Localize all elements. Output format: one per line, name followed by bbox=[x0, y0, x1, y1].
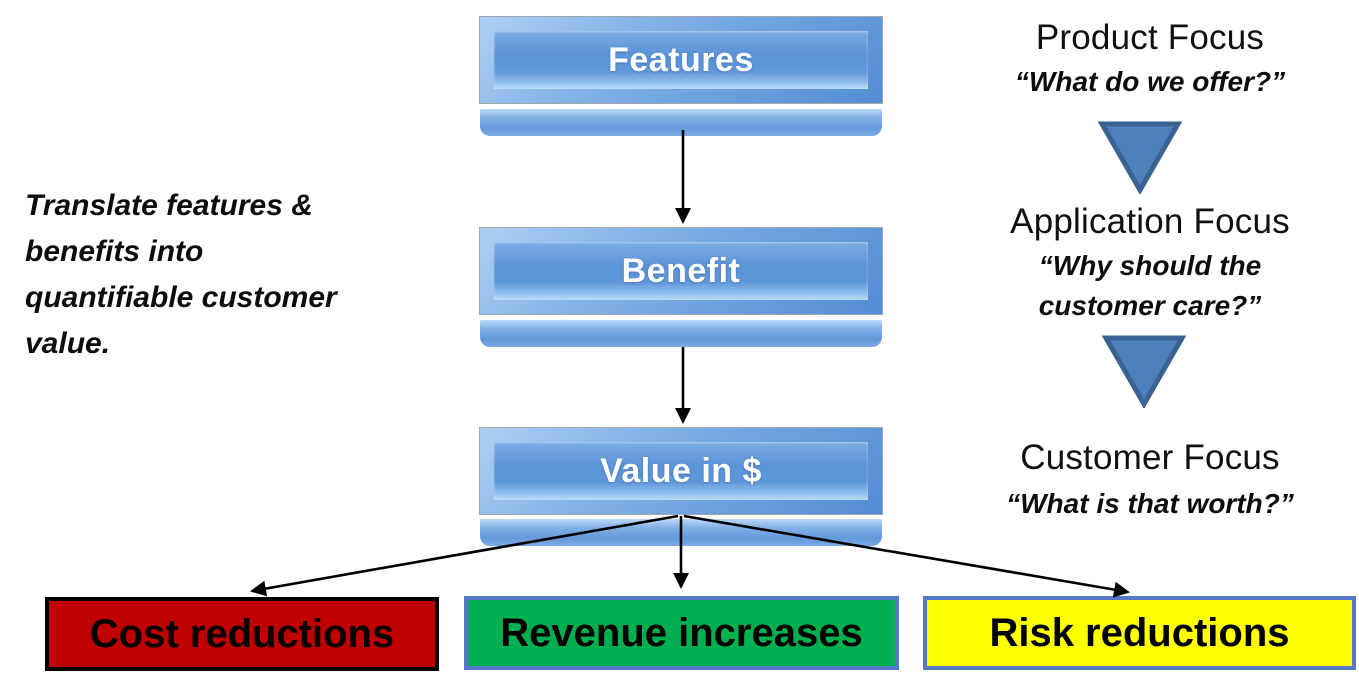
flow-box-value-label: Value in $ bbox=[600, 451, 762, 490]
flow-box-features-face: Features bbox=[494, 31, 868, 89]
flow-box-features-label: Features bbox=[608, 40, 754, 79]
flow-box-value-face: Value in $ bbox=[494, 442, 868, 500]
focus-title-customer: Customer Focus bbox=[1020, 438, 1280, 477]
focus-title-application: Application Focus bbox=[1010, 202, 1290, 241]
outcome-box-revenue-increases: Revenue increases bbox=[464, 596, 899, 670]
outcome-box-risk-reductions: Risk reductions bbox=[923, 596, 1356, 670]
flow-box-value-base-bar bbox=[480, 517, 882, 546]
focus-title-product: Product Focus bbox=[1035, 18, 1265, 57]
flow-box-features-base-bar bbox=[480, 107, 882, 136]
flow-box-benefit-label: Benefit bbox=[621, 251, 741, 290]
outcome-box-cost-reductions: Cost reductions bbox=[45, 597, 439, 671]
flow-box-benefit: Benefit bbox=[480, 228, 882, 314]
flow-box-value: Value in $ bbox=[480, 428, 882, 514]
outcome-box-risk-reductions-label: Risk reductions bbox=[989, 610, 1290, 655]
down-triangle-icon bbox=[1098, 121, 1182, 194]
focus-quote-application: “Why should the customer care?” bbox=[1038, 250, 1262, 321]
flow-box-benefit-face: Benefit bbox=[494, 242, 868, 300]
flow-box-features: Features bbox=[480, 17, 882, 103]
flow-box-benefit-base-bar bbox=[480, 318, 882, 347]
down-triangle-icon bbox=[1102, 335, 1186, 408]
focus-quote-customer: “What is that worth?” bbox=[1006, 488, 1294, 519]
focus-quote-product: “What do we offer?” bbox=[1014, 66, 1286, 97]
left-note-text: Translate features & benefits into quant… bbox=[25, 189, 337, 360]
outcome-box-revenue-increases-label: Revenue increases bbox=[500, 610, 863, 655]
outcome-box-cost-reductions-label: Cost reductions bbox=[89, 611, 395, 656]
